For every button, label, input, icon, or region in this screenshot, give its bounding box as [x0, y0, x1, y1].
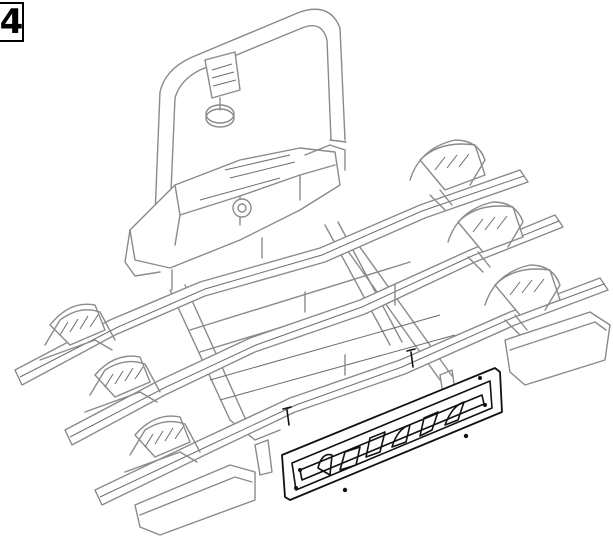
wheel-holder-left-3 — [124, 415, 201, 473]
wheel-holder-right-3 — [484, 264, 561, 336]
wheel-holder-right-1 — [409, 139, 486, 211]
screw-dot-lower — [342, 433, 469, 493]
hitch-housing — [124, 144, 346, 277]
wheel-holder-left-2 — [84, 355, 161, 413]
wheel-rail-2 — [64, 214, 564, 446]
tail-light-left — [134, 464, 256, 536]
wheel-holder-left-1 — [39, 303, 116, 361]
frame-knob — [204, 51, 241, 128]
step-number: 4 — [0, 2, 24, 42]
screw-icon — [282, 348, 416, 426]
tail-light-right — [504, 311, 611, 386]
wheel-rail-1 — [14, 169, 529, 386]
license-plate-holder-icon — [281, 367, 503, 501]
wheel-holder-right-2 — [447, 201, 524, 273]
